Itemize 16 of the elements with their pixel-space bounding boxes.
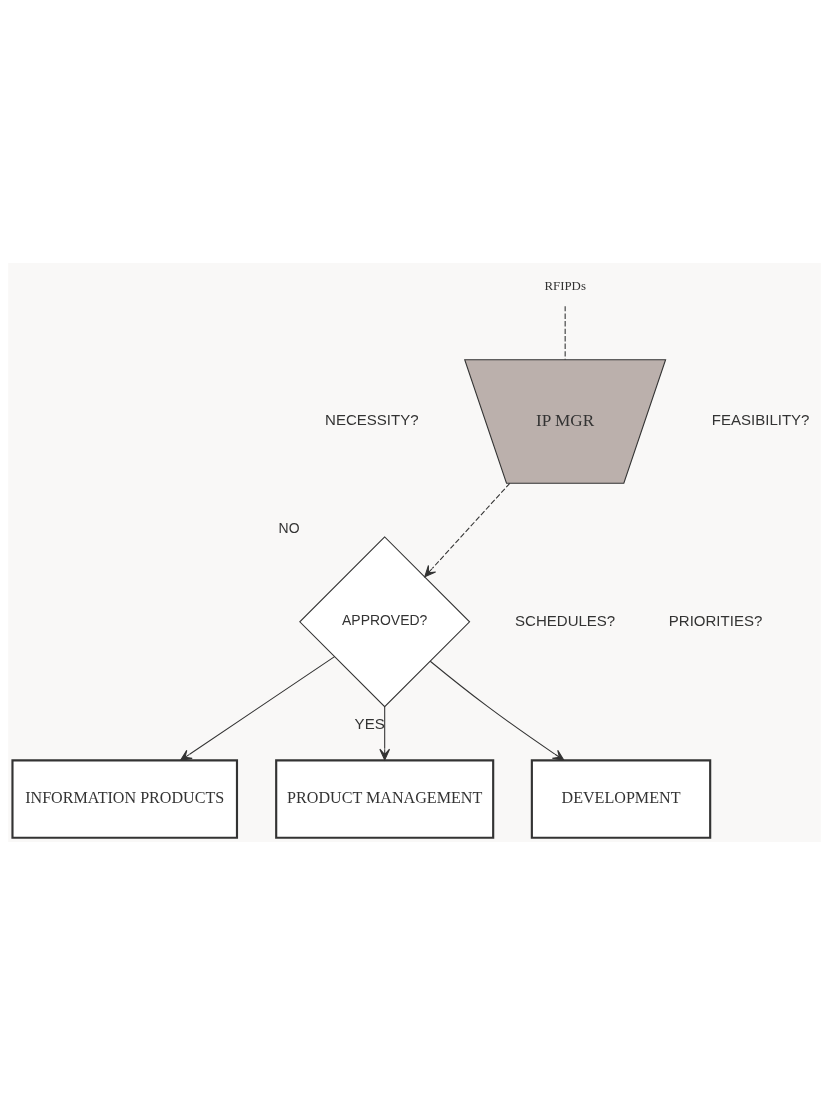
node-diamond: APPROVED? (299, 535, 471, 707)
node-label: NO (278, 519, 300, 536)
edge-label: YES (354, 714, 385, 732)
label: NECESSITY? (325, 410, 419, 428)
node-box: INFORMATION PRODUCTS (11, 758, 239, 839)
node-text: RFIPDs (544, 278, 586, 293)
node-box: PRODUCT MANAGEMENT (275, 758, 495, 839)
arrow (379, 705, 391, 760)
label: PRIORITIES? (668, 611, 763, 629)
label: FEASIBILITY? (711, 410, 810, 428)
arrow (429, 660, 565, 761)
connector (564, 305, 566, 360)
label: SCHEDULES? (515, 611, 616, 629)
node-box: DEVELOPMENT (530, 758, 712, 839)
arrow (424, 482, 511, 577)
arrow (180, 655, 336, 761)
